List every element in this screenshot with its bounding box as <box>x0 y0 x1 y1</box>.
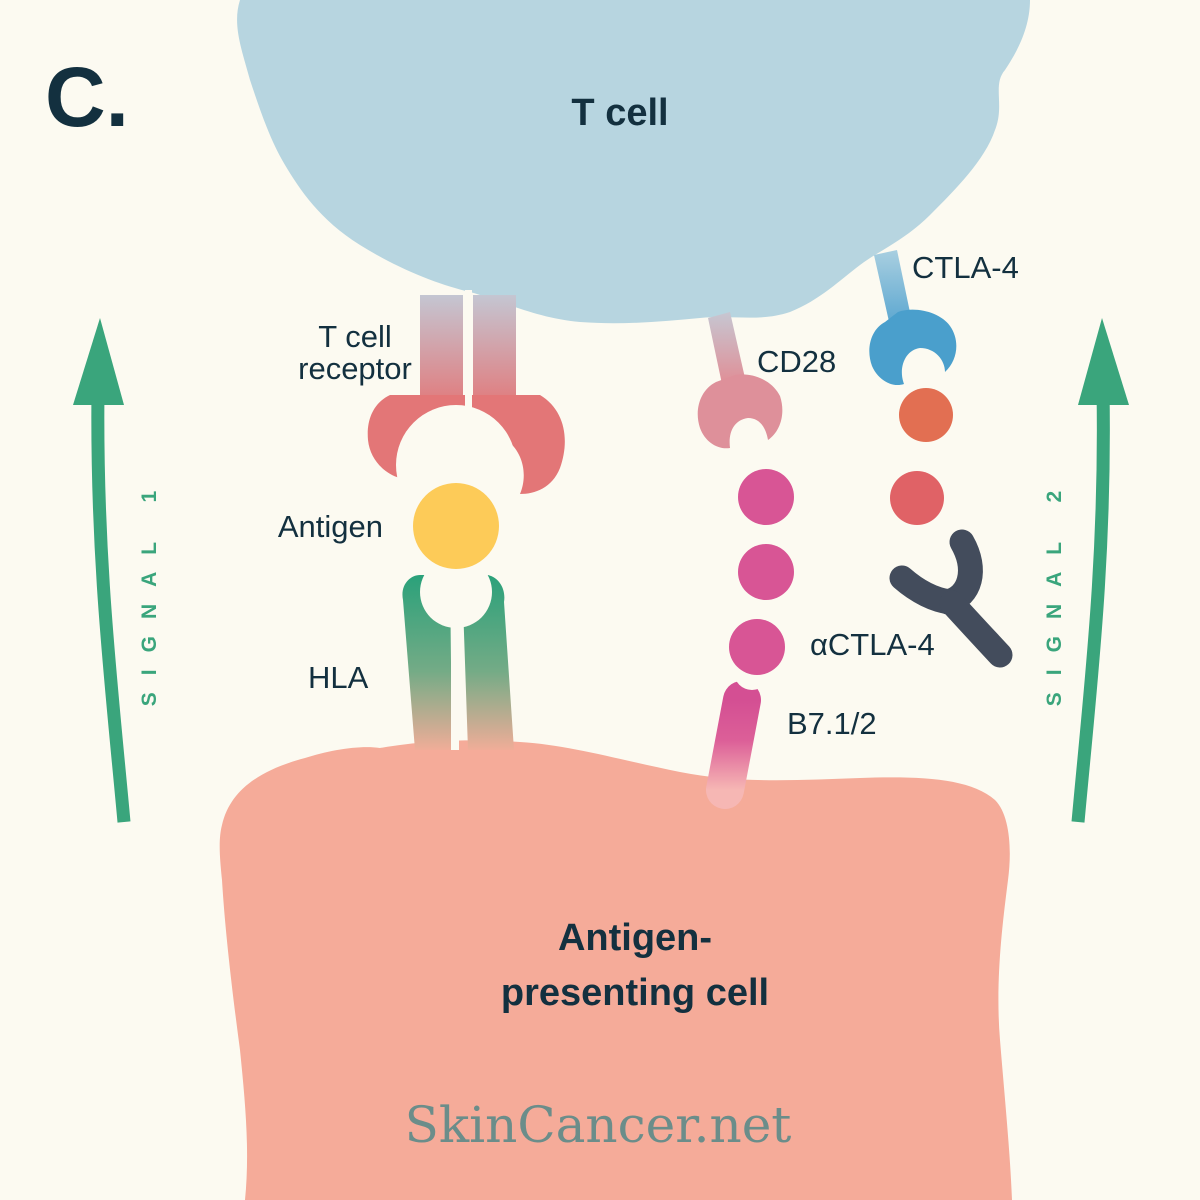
ctla4-label: CTLA-4 <box>912 250 1019 285</box>
apc-label-line1: Antigen- <box>558 917 712 959</box>
panel-label: C. <box>45 50 129 144</box>
tcr-label-line1: T cell <box>318 319 392 354</box>
b7-bead-1 <box>738 469 794 525</box>
hla-label: HLA <box>308 660 369 695</box>
anti-ctla4-antibody <box>889 529 1013 668</box>
b7-label: B7.1/2 <box>787 706 877 741</box>
t-cell-label: T cell <box>571 92 668 134</box>
ctla4-receptor <box>869 250 957 386</box>
apc-body <box>219 740 1012 1200</box>
t-cell-body <box>237 0 1030 324</box>
b7-bead-3 <box>729 619 785 675</box>
t-cell-receptor <box>367 290 565 525</box>
hla-molecule <box>402 556 514 750</box>
antigen-label: Antigen <box>278 509 383 544</box>
signal-1-label: SIGNAL 1 <box>138 474 161 706</box>
b7-stalk <box>706 681 761 809</box>
cd28-label: CD28 <box>757 344 836 379</box>
cd28-receptor <box>697 312 783 449</box>
antigen-particle <box>413 483 499 569</box>
ctla4-bead-orange <box>899 388 953 442</box>
ctla4-bead-red <box>890 471 944 525</box>
anti-ctla4-label: αCTLA-4 <box>810 627 935 662</box>
signal-2-label: SIGNAL 2 <box>1043 474 1066 706</box>
signal-2-arrow <box>1071 318 1129 823</box>
b7-bead-2 <box>738 544 794 600</box>
brand-logo-text: SkinCancer.net <box>405 1096 792 1154</box>
signal-1-arrow <box>73 318 131 823</box>
tcr-label-line2: receptor <box>298 351 412 386</box>
apc-label-line2: presenting cell <box>501 972 769 1014</box>
